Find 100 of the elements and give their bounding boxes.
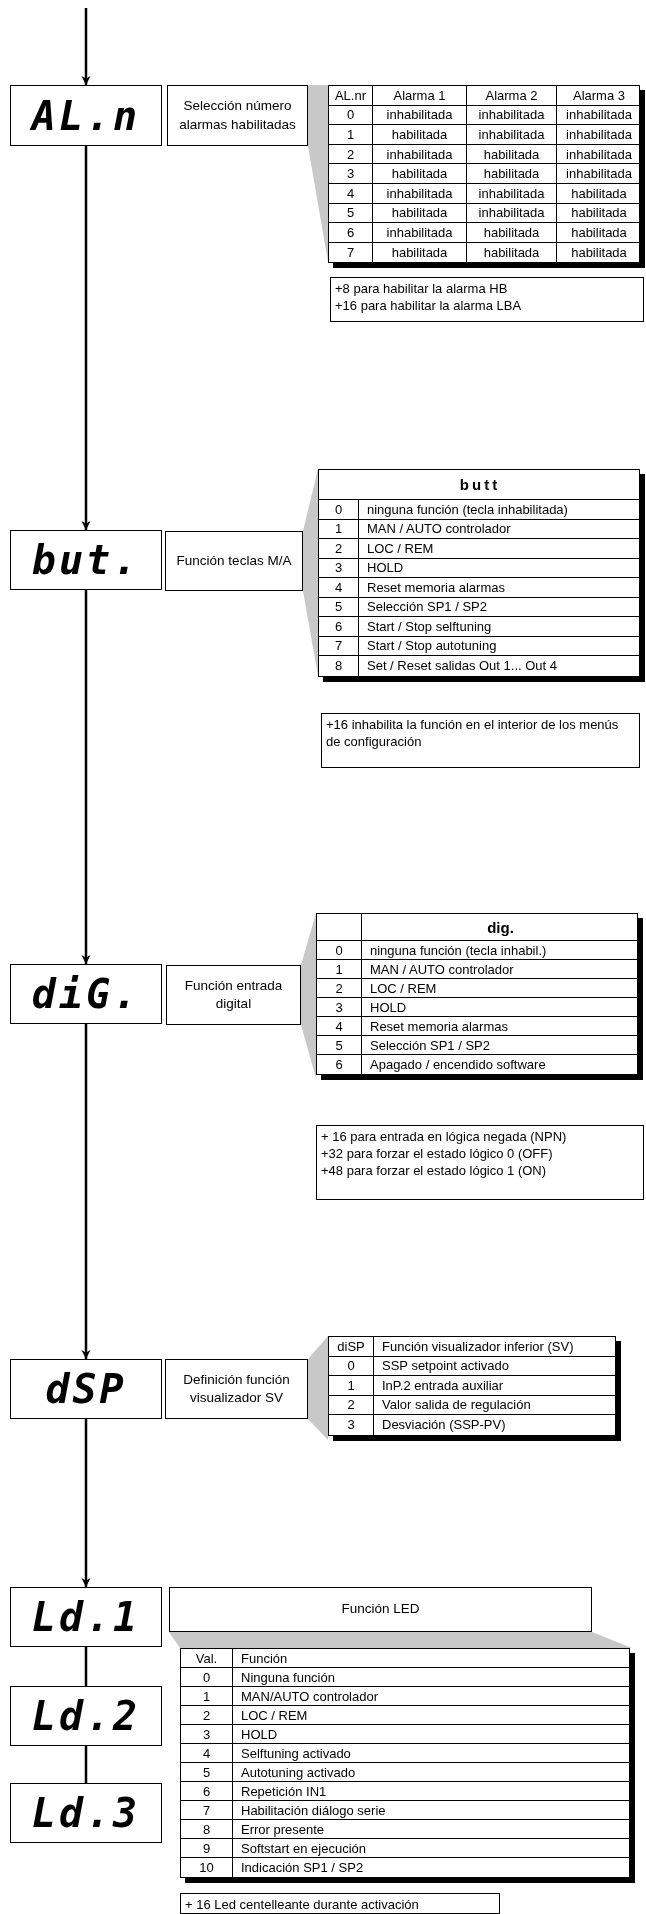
table-cell: Selección SP1 / SP2 (359, 597, 641, 617)
table-cell: Selftuning activado (233, 1744, 631, 1763)
table-cell: inhabilitada (373, 184, 467, 204)
table-cell: Reset memoria alarmas (359, 578, 641, 598)
table-cell: Val. (181, 1649, 233, 1668)
table-cell: 8 (181, 1820, 233, 1839)
table-cell: Error presente (233, 1820, 631, 1839)
table-cell: 3 (329, 164, 373, 184)
table-cell: inhabilitada (557, 164, 641, 184)
table-cell: 4 (319, 578, 359, 598)
table-cell: habilitada (557, 184, 641, 204)
table-cell: inhabilitada (557, 125, 641, 145)
table-cell: 6 (317, 1055, 362, 1074)
table-cell: HOLD (233, 1725, 631, 1744)
table-cell: HOLD (359, 558, 641, 578)
callout-wedge (303, 469, 318, 676)
table-cell: habilitada (557, 203, 641, 224)
table-cell: Start / Stop selftuning (359, 617, 641, 637)
table-cell: Reset memoria alarmas (362, 1017, 639, 1036)
note-text: +8 para habilitar la alarma HB (335, 281, 509, 298)
table-cell: inhabilitada (467, 125, 557, 145)
table-cell: inhabilitada (373, 144, 467, 165)
callout-wedge (308, 85, 328, 262)
description-text: Función teclas M/A (176, 551, 292, 570)
table-cell: 0 (319, 500, 359, 520)
note-box (180, 1893, 500, 1914)
table-cell: 3 (319, 558, 359, 578)
note-box (316, 1125, 644, 1200)
table-cell: 7 (329, 242, 373, 263)
table-cell-text: Desviación (SSP-PV) (381, 1416, 507, 1435)
table-cell: 0 (329, 105, 373, 126)
table-cell: 3 (329, 1415, 374, 1435)
note-text: +16 inhabilita la función en el interior de los menús de configuración (326, 717, 620, 751)
table-cell: HOLD (362, 998, 639, 1017)
table-cell: ninguna función (tecla inhabilitada) (359, 500, 641, 520)
table-cell: 1 (329, 1376, 374, 1396)
table-cell: MAN / AUTO controlador (362, 960, 639, 979)
table-cell: Start / Stop autotuning (359, 636, 641, 656)
table-cell: SSP setpoint activado (374, 1356, 617, 1376)
note-text: +16 para habilitar la alarma LBA (335, 297, 523, 315)
table-cell: ninguna función (tecla inhabil.) (362, 941, 639, 960)
display-readout: dSP (45, 1369, 127, 1409)
connector-line (84, 1746, 88, 1783)
table-cell: 4 (181, 1744, 233, 1763)
note-text: +32 para forzar el estado lógico 0 (OFF) (321, 1145, 554, 1163)
table-cell: Función visualizador inferior (SV) (374, 1337, 617, 1357)
arrow (81, 146, 91, 530)
table-cell-text: habilitada (570, 244, 628, 263)
note-text: + 16 Led centelleante durante activación (185, 1897, 420, 1914)
table-cell: 2 (181, 1706, 233, 1725)
table-cell: 3 (181, 1725, 233, 1744)
table-cell: Valor salida de regulación (374, 1395, 617, 1415)
table-cell: MAN/AUTO controlador (233, 1687, 631, 1706)
table-cell: inhabilitada (373, 223, 467, 243)
note-text: + 16 para entrada en lógica negada (NPN) (321, 1129, 568, 1146)
display-box (10, 964, 162, 1024)
table-cell: 5 (329, 203, 373, 224)
table-cell: habilitada (557, 223, 641, 243)
display-readout: Ld.3 (31, 1793, 141, 1833)
arrow (81, 8, 91, 85)
table-cell: Selección SP1 / SP2 (362, 1036, 639, 1055)
description-text: Definición función visualizador SV (182, 1370, 291, 1407)
table-cell: 1 (181, 1687, 233, 1706)
table-cell: 5 (317, 1036, 362, 1055)
table-cell: LOC / REM (359, 539, 641, 559)
display-box (10, 530, 162, 590)
table-cell: habilitada (467, 144, 557, 165)
arrow (81, 1419, 91, 1587)
table-cell: 7 (319, 636, 359, 656)
table-cell: habilitada (467, 242, 557, 263)
description-text: Selección número alarmas habilitadas (178, 97, 297, 134)
table-cell: habilitada (373, 125, 467, 145)
table-cell: 1 (319, 519, 359, 539)
table-cell: 6 (329, 223, 373, 243)
table-cell: Función (233, 1649, 631, 1668)
callout-wedge (169, 1632, 632, 1648)
table-cell: LOC / REM (233, 1706, 631, 1725)
table-cell: inhabilitada (373, 105, 467, 126)
table-cell: Alarma 2 (467, 86, 557, 106)
table-cell: AL.nr (329, 86, 373, 106)
table-cell: 3 (317, 998, 362, 1017)
callout-wedge (301, 913, 316, 1078)
table-cell: 2 (317, 979, 362, 998)
table-cell: 6 (319, 617, 359, 637)
table-cell: LOC / REM (362, 979, 639, 998)
display-box (10, 1587, 162, 1647)
table-cell: Alarma 1 (373, 86, 467, 106)
table-cell: butt (319, 470, 641, 500)
table-cell: MAN / AUTO controlador (359, 519, 641, 539)
table-cell: 9 (181, 1839, 233, 1858)
table-cell: InP.2 entrada auxiliar (374, 1376, 617, 1396)
table-cell: 0 (329, 1356, 374, 1376)
table-cell: Alarma 3 (557, 86, 641, 106)
table-cell: inhabilitada (467, 184, 557, 204)
description-text: Función entrada digital (183, 976, 284, 1013)
table-cell: dig. (362, 914, 639, 941)
display-readout: Ld.1 (31, 1597, 141, 1637)
table-cell: inhabilitada (467, 203, 557, 224)
table-cell: habilitada (467, 164, 557, 184)
description-box (166, 965, 301, 1025)
